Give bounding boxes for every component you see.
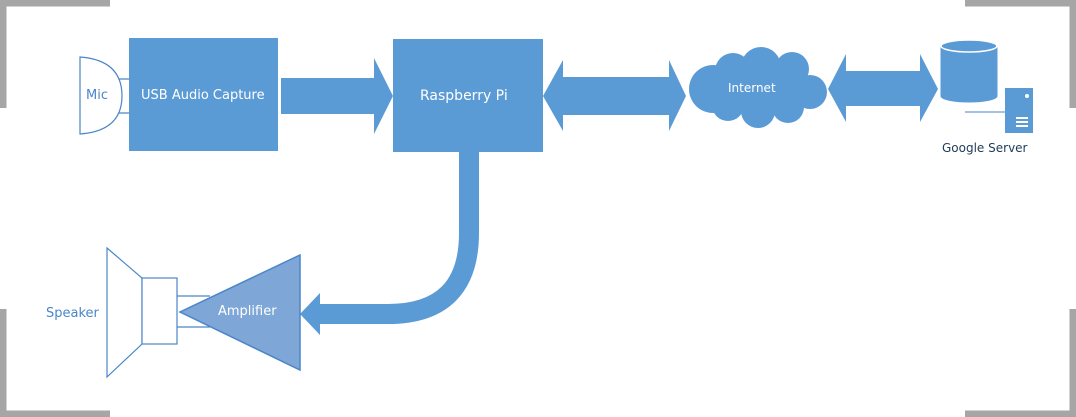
amplifier-label: Amplifier xyxy=(218,304,277,319)
usb-audio-capture-box xyxy=(129,38,278,151)
speaker-label: Speaker xyxy=(46,306,99,321)
internet-label: Internet xyxy=(728,81,776,95)
frame-corner-bottom-right xyxy=(965,309,1076,417)
speaker-icon xyxy=(106,246,210,379)
frame-corner-top-right xyxy=(965,0,1076,108)
raspberry-pi-box xyxy=(393,39,543,152)
amplifier-triangle xyxy=(178,253,301,372)
arrow-raspberry-pi-to-amplifier xyxy=(318,152,479,324)
database-icon xyxy=(940,39,998,103)
arrow-raspberry-pi-internet xyxy=(543,60,686,131)
microphone-icon xyxy=(79,56,129,135)
cloud-icon xyxy=(689,47,827,128)
raspberry-pi-label: Raspberry Pi xyxy=(420,88,508,104)
frame-corner-top-left xyxy=(0,0,110,108)
google-server-label: Google Server xyxy=(942,141,1028,155)
frame-corner-bottom-left xyxy=(0,309,110,417)
arrow-internet-google-server xyxy=(828,54,938,122)
mic-label: Mic xyxy=(86,88,108,103)
server-tower-icon xyxy=(965,88,1033,133)
arrow-raspberry-pi-to-amplifier-head xyxy=(300,293,320,335)
arrow-usb-to-raspberry-pi xyxy=(281,58,393,134)
usb-audio-capture-label: USB Audio Capture xyxy=(141,88,265,103)
